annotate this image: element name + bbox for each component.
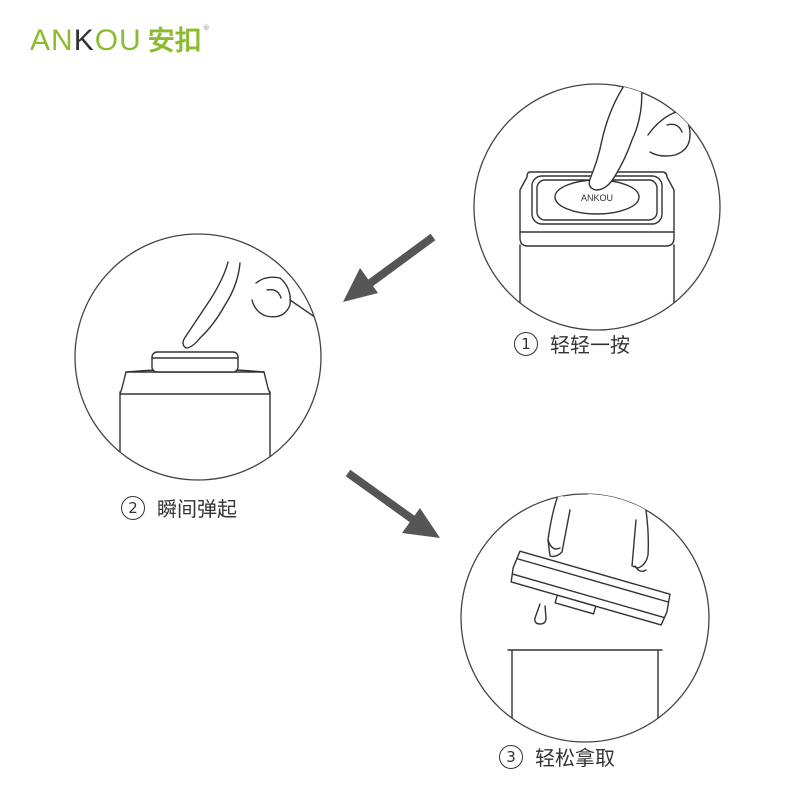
step1-label: 轻轻一按	[550, 333, 630, 357]
step1-caption: 1 轻轻一按	[514, 329, 630, 358]
registered-mark: ®	[202, 24, 210, 32]
arrow-step1-to-step2	[343, 233, 436, 302]
step3-circle	[460, 493, 710, 743]
step2-label: 瞬间弹起	[157, 497, 237, 521]
step3-lid	[510, 550, 671, 626]
brand-wordmark-k: K	[73, 24, 95, 57]
step2-lid	[119, 371, 271, 395]
step3-illustration	[460, 493, 710, 743]
lid-logo-text: ANKOU	[581, 193, 613, 203]
step2-number: 2	[121, 495, 145, 520]
step2-button	[151, 351, 239, 373]
step2-caption: 2 瞬间弹起	[121, 493, 237, 522]
step2-illustration	[74, 233, 322, 481]
arrow-step2-to-step3	[345, 469, 440, 538]
step1-illustration: ANKOU	[473, 83, 721, 331]
step1-number: 1	[514, 331, 538, 356]
step3-number: 3	[499, 744, 523, 769]
step3-caption: 3 轻松拿取	[499, 742, 615, 771]
brand-cjk-name: 安扣	[147, 25, 202, 57]
step3-hand	[547, 494, 571, 558]
brand-logo: ANKOU 安扣 ®	[30, 24, 210, 58]
brand-wordmark-an: AN	[30, 24, 74, 57]
brand-wordmark: ANKOU	[30, 26, 142, 56]
step2-finger	[182, 261, 241, 349]
step3-label: 轻松拿取	[535, 746, 615, 770]
step1-finger	[588, 84, 643, 191]
brand-wordmark-ou: OU	[94, 24, 142, 57]
